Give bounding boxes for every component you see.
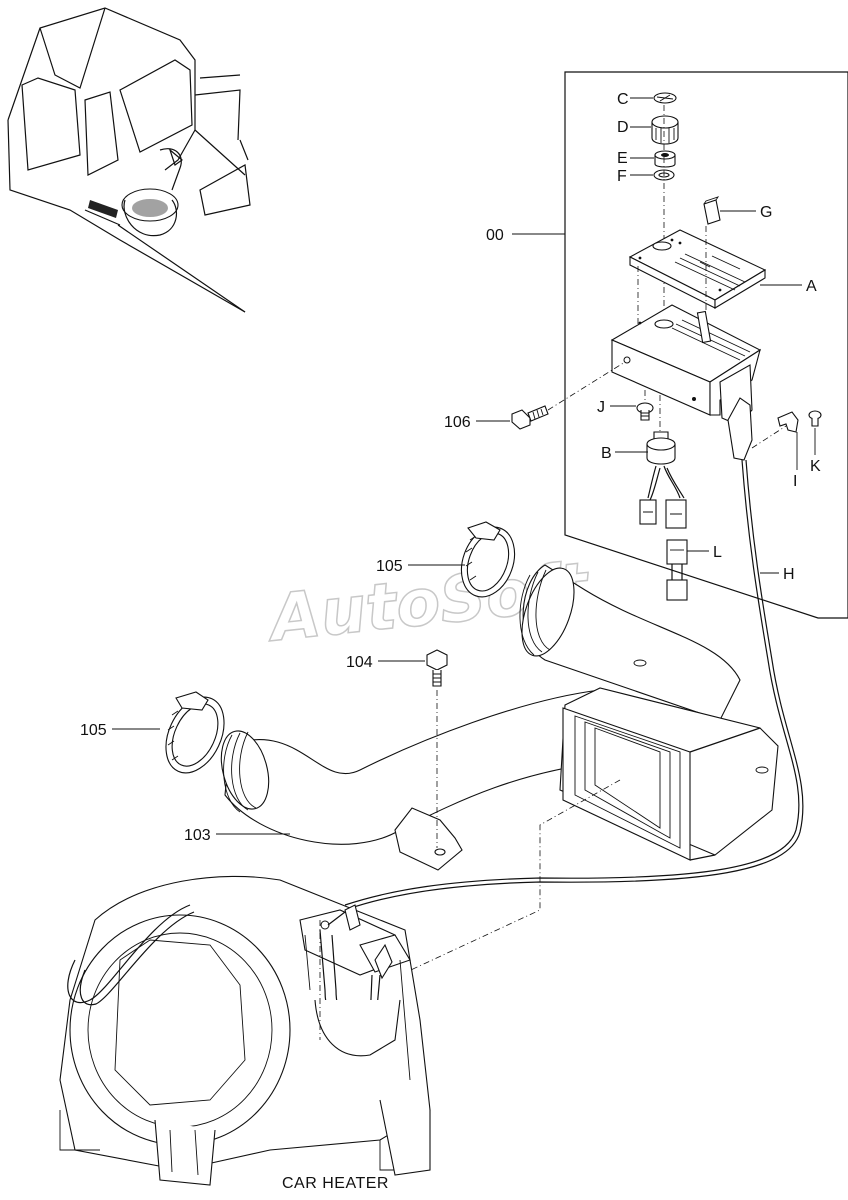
callout-L: L <box>713 544 722 561</box>
part-h-cable <box>344 397 804 910</box>
part-c-washer <box>653 92 677 104</box>
control-panel-box <box>564 71 848 619</box>
part-e-nut <box>654 150 676 168</box>
callout-B: B <box>601 445 612 462</box>
callout-A: A <box>806 278 817 295</box>
part-g-cap <box>703 196 721 225</box>
callout-F: F <box>617 168 627 185</box>
part-103-duct <box>220 564 779 871</box>
part-j-screw <box>636 402 654 421</box>
part-i-clip <box>777 411 799 433</box>
callout-K: K <box>810 458 821 475</box>
callout-D: D <box>617 119 629 136</box>
callout-J: J <box>597 399 605 416</box>
heater-unit-drawing <box>59 875 431 1186</box>
callout-H: H <box>783 566 795 583</box>
part-d-knob <box>651 115 679 145</box>
callout-103: 103 <box>184 827 211 844</box>
callout-106: 106 <box>444 414 471 431</box>
callout-E: E <box>617 150 628 167</box>
callout-104: 104 <box>346 654 373 671</box>
part-b-switch <box>639 395 687 529</box>
callout-105-upper: 105 <box>376 558 403 575</box>
callout-I: I <box>793 473 797 490</box>
part-k-screw <box>808 410 822 427</box>
callout-G: G <box>760 204 772 221</box>
diagram-caption: CAR HEATER <box>282 1175 389 1192</box>
part-l-connector <box>666 539 688 601</box>
part-a-plate <box>628 229 767 309</box>
part-104-bolt <box>426 649 448 687</box>
callout-105-lower: 105 <box>80 722 107 739</box>
part-106-bolt <box>511 405 549 430</box>
part-105-clamp-upper <box>460 521 516 598</box>
cab-inset-drawing <box>7 7 251 313</box>
callout-00: 00 <box>486 227 504 244</box>
part-105-clamp-lower <box>165 691 225 774</box>
callout-C: C <box>617 91 629 108</box>
